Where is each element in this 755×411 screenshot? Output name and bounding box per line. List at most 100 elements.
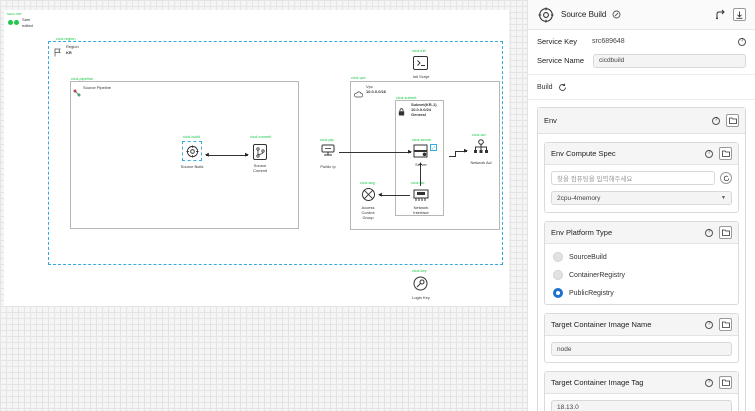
nic-node[interactable] xyxy=(413,189,429,202)
image-tag-field[interactable]: 18.13.0 xyxy=(551,400,732,411)
subnet-type: General xyxy=(411,112,426,117)
radio-label: SourceBuild xyxy=(569,253,607,261)
init-script-node[interactable] xyxy=(413,56,428,70)
env-label: Env xyxy=(544,116,557,125)
server-node[interactable] xyxy=(413,144,429,159)
radio-public-registry[interactable]: PublicRegistry xyxy=(545,284,738,302)
link-icon[interactable] xyxy=(612,10,621,19)
radio-dot xyxy=(553,270,563,280)
env-card: Env ? Env Compute Spec ? xyxy=(537,107,746,411)
arrow-right-icon: ▶ xyxy=(245,152,249,158)
init-script-label: Init Script xyxy=(412,74,430,79)
folder-icon xyxy=(721,229,730,236)
source-build-node[interactable] xyxy=(182,141,202,161)
help-icon[interactable]: ? xyxy=(705,320,713,329)
compute-spec-select[interactable]: 2cpu-4memory ▼ xyxy=(551,191,732,205)
radio-container-registry[interactable]: ContainerRegistry xyxy=(545,266,738,284)
diagram-canvas[interactable]: sour-ver Sam edited cicd-region Region K… xyxy=(0,0,527,411)
source-commit-node[interactable] xyxy=(253,144,267,160)
connect-icon[interactable] xyxy=(715,9,726,20)
service-name-row: Service Name cicdbuild xyxy=(528,51,755,70)
acg-label-2: Control xyxy=(361,210,375,215)
radio-source-build[interactable]: SourceBuild xyxy=(545,248,738,266)
edge-server-acl xyxy=(449,156,455,157)
acg-label-1: Access xyxy=(361,205,375,210)
legend-tag: sour-ver xyxy=(7,11,22,16)
source-build-tag: cicd-build xyxy=(183,134,200,139)
folder-button[interactable] xyxy=(719,318,732,331)
platform-type-card: Env Platform Type ? SourceBuild Containe… xyxy=(544,221,739,305)
folder-button[interactable] xyxy=(719,226,732,239)
folder-icon xyxy=(721,379,730,386)
folder-button[interactable] xyxy=(719,147,732,160)
image-tag-card: Target Container Image Tag ? 18.13.0 xyxy=(544,371,739,411)
acg-node[interactable] xyxy=(361,187,376,202)
server-badge-icon: ⤢ xyxy=(430,144,437,151)
platform-type-options: SourceBuild ContainerRegistry PublicRegi… xyxy=(545,244,738,304)
public-ip-node[interactable] xyxy=(321,144,335,157)
radio-label: PublicRegistry xyxy=(569,289,614,297)
login-key-node[interactable] xyxy=(413,276,428,291)
region-group[interactable] xyxy=(48,41,503,265)
pipeline-tag: cicd-pipeline xyxy=(71,76,94,81)
radio-dot-selected xyxy=(553,288,563,298)
network-acl-label: Network Acl xyxy=(470,160,492,165)
image-name-header: Target Container Image Name ? xyxy=(545,314,738,336)
service-name-label: Service Name xyxy=(537,56,585,65)
help-icon[interactable]: ? xyxy=(738,37,746,46)
subnet-group[interactable] xyxy=(395,100,444,216)
compute-spec-selected: 2cpu-4memory xyxy=(557,194,601,202)
arrow-right-icon-3: ▶ xyxy=(464,148,468,154)
download-button[interactable] xyxy=(733,8,746,21)
help-icon[interactable]: ? xyxy=(705,228,713,237)
network-acl-node[interactable] xyxy=(473,139,489,154)
properties-panel: Source Build Service Key src689648 ? Ser… xyxy=(527,0,755,411)
source-build-icon xyxy=(537,6,555,24)
subnet-tag: cicd-subnet xyxy=(396,95,417,100)
init-script-tag: cicd-init xyxy=(412,48,426,53)
edge-nic-server xyxy=(420,164,421,186)
server-icon xyxy=(413,144,428,158)
download-icon xyxy=(736,11,743,19)
help-icon[interactable]: ? xyxy=(712,116,720,125)
refresh-icon[interactable] xyxy=(558,83,567,92)
radio-dot xyxy=(553,252,563,262)
help-icon[interactable]: ? xyxy=(705,149,713,158)
legend-swatch-icon-2 xyxy=(14,20,19,25)
folder-icon xyxy=(728,117,737,124)
image-tag-header: Target Container Image Tag ? xyxy=(545,372,738,394)
platform-type-header: Env Platform Type ? xyxy=(545,222,738,244)
acg-label-3: Group xyxy=(362,215,374,220)
network-acl-icon xyxy=(474,139,488,153)
folder-button[interactable] xyxy=(719,376,732,389)
subnet-name: Subnet(KR-1) xyxy=(411,102,437,107)
folder-button[interactable] xyxy=(726,114,739,127)
server-label: Server xyxy=(415,162,427,167)
folder-icon xyxy=(721,321,730,328)
pipeline-icon xyxy=(73,84,81,102)
vpc-cidr: 10.0.0.0/16 xyxy=(366,89,387,94)
service-name-field[interactable]: cicdbuild xyxy=(593,53,746,68)
help-icon[interactable]: ? xyxy=(705,378,713,387)
region-value: KR xyxy=(66,50,72,55)
arrow-left-icon-2: ◀ xyxy=(378,192,382,198)
folder-icon xyxy=(721,150,730,157)
image-name-field[interactable]: node xyxy=(551,342,732,356)
public-ip-icon xyxy=(321,144,335,156)
edge-build-commit xyxy=(206,155,248,156)
acg-icon xyxy=(362,188,375,201)
service-key-value: src689648 xyxy=(592,38,625,45)
source-commit-label-1: Source xyxy=(253,163,267,168)
nic-label-2: Interface xyxy=(413,210,429,215)
compute-search-input[interactable]: 찾을 컴퓨팅을 입력해주세요 xyxy=(551,171,715,185)
radio-label: ContainerRegistry xyxy=(569,271,626,279)
edge-ip-server xyxy=(339,152,411,153)
login-key-label: Login Key xyxy=(412,295,430,300)
network-acl-tag: cicd-acl xyxy=(472,132,486,137)
public-ip-label: Public Ip xyxy=(320,164,336,169)
pipeline-group[interactable] xyxy=(70,81,299,229)
platform-type-title: Env Platform Type xyxy=(551,228,613,237)
refresh-button[interactable] xyxy=(720,172,732,184)
server-tag: cicd-server xyxy=(412,137,432,142)
source-build-icon xyxy=(185,144,199,158)
